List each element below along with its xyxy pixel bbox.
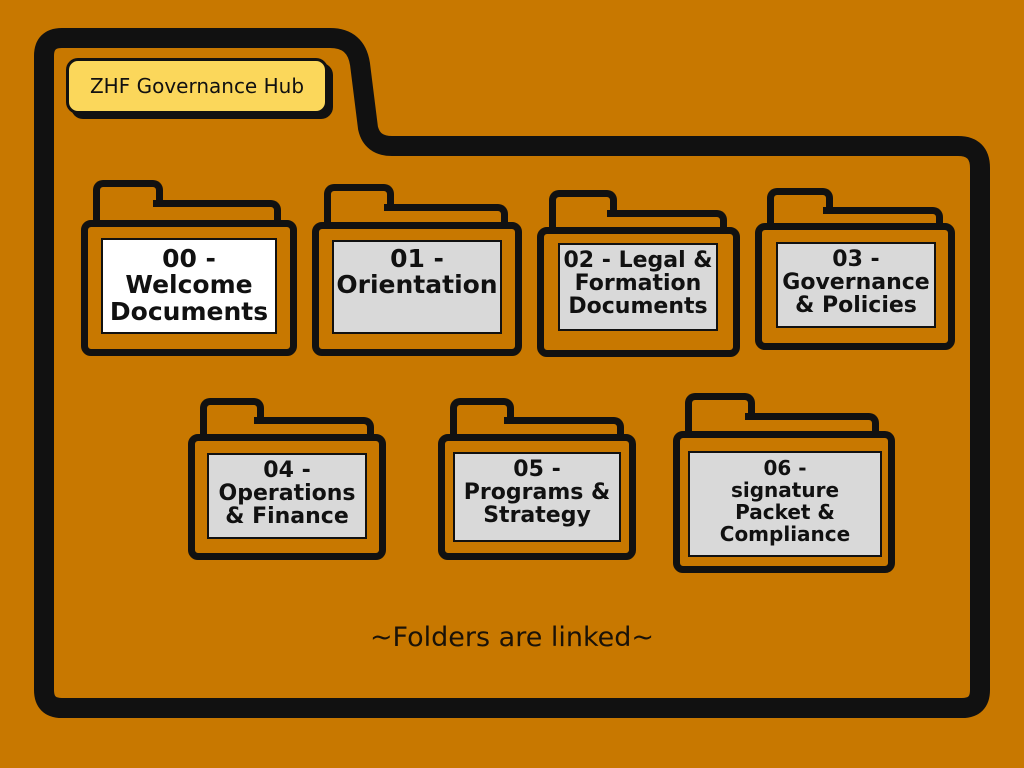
folder-04-operations-finance[interactable]: 04 - Operations & Finance — [188, 398, 386, 560]
folder-05-programs-strategy[interactable]: 05 - Programs & Strategy — [438, 398, 636, 560]
folder-03-governance-policies[interactable]: 03 - Governance & Policies — [755, 188, 955, 350]
folder-01-orientation[interactable]: 01 - Orientation — [312, 184, 522, 356]
folder-card-label: 01 - Orientation — [332, 240, 502, 334]
hub-title: ZHF Governance Hub — [89, 74, 305, 98]
folder-02-legal-formation-documents[interactable]: 02 - Legal & Formation Documents — [537, 190, 740, 357]
folders-linked-note: ~Folders are linked~ — [369, 622, 655, 653]
folder-card-label: 06 - signature Packet & Compliance — [688, 451, 882, 557]
folder-06-signature-packet-compliance[interactable]: 06 - signature Packet & Compliance — [673, 393, 895, 573]
folder-00-welcome-documents[interactable]: 00 - Welcome Documents — [81, 180, 297, 356]
folder-card-label: 04 - Operations & Finance — [207, 453, 367, 539]
folder-card-label: 05 - Programs & Strategy — [453, 452, 621, 542]
folder-card-label: 02 - Legal & Formation Documents — [558, 243, 718, 331]
hub-title-label: ZHF Governance Hub — [66, 58, 328, 114]
folder-card-label: 00 - Welcome Documents — [101, 238, 277, 334]
folder-card-label: 03 - Governance & Policies — [776, 242, 936, 328]
